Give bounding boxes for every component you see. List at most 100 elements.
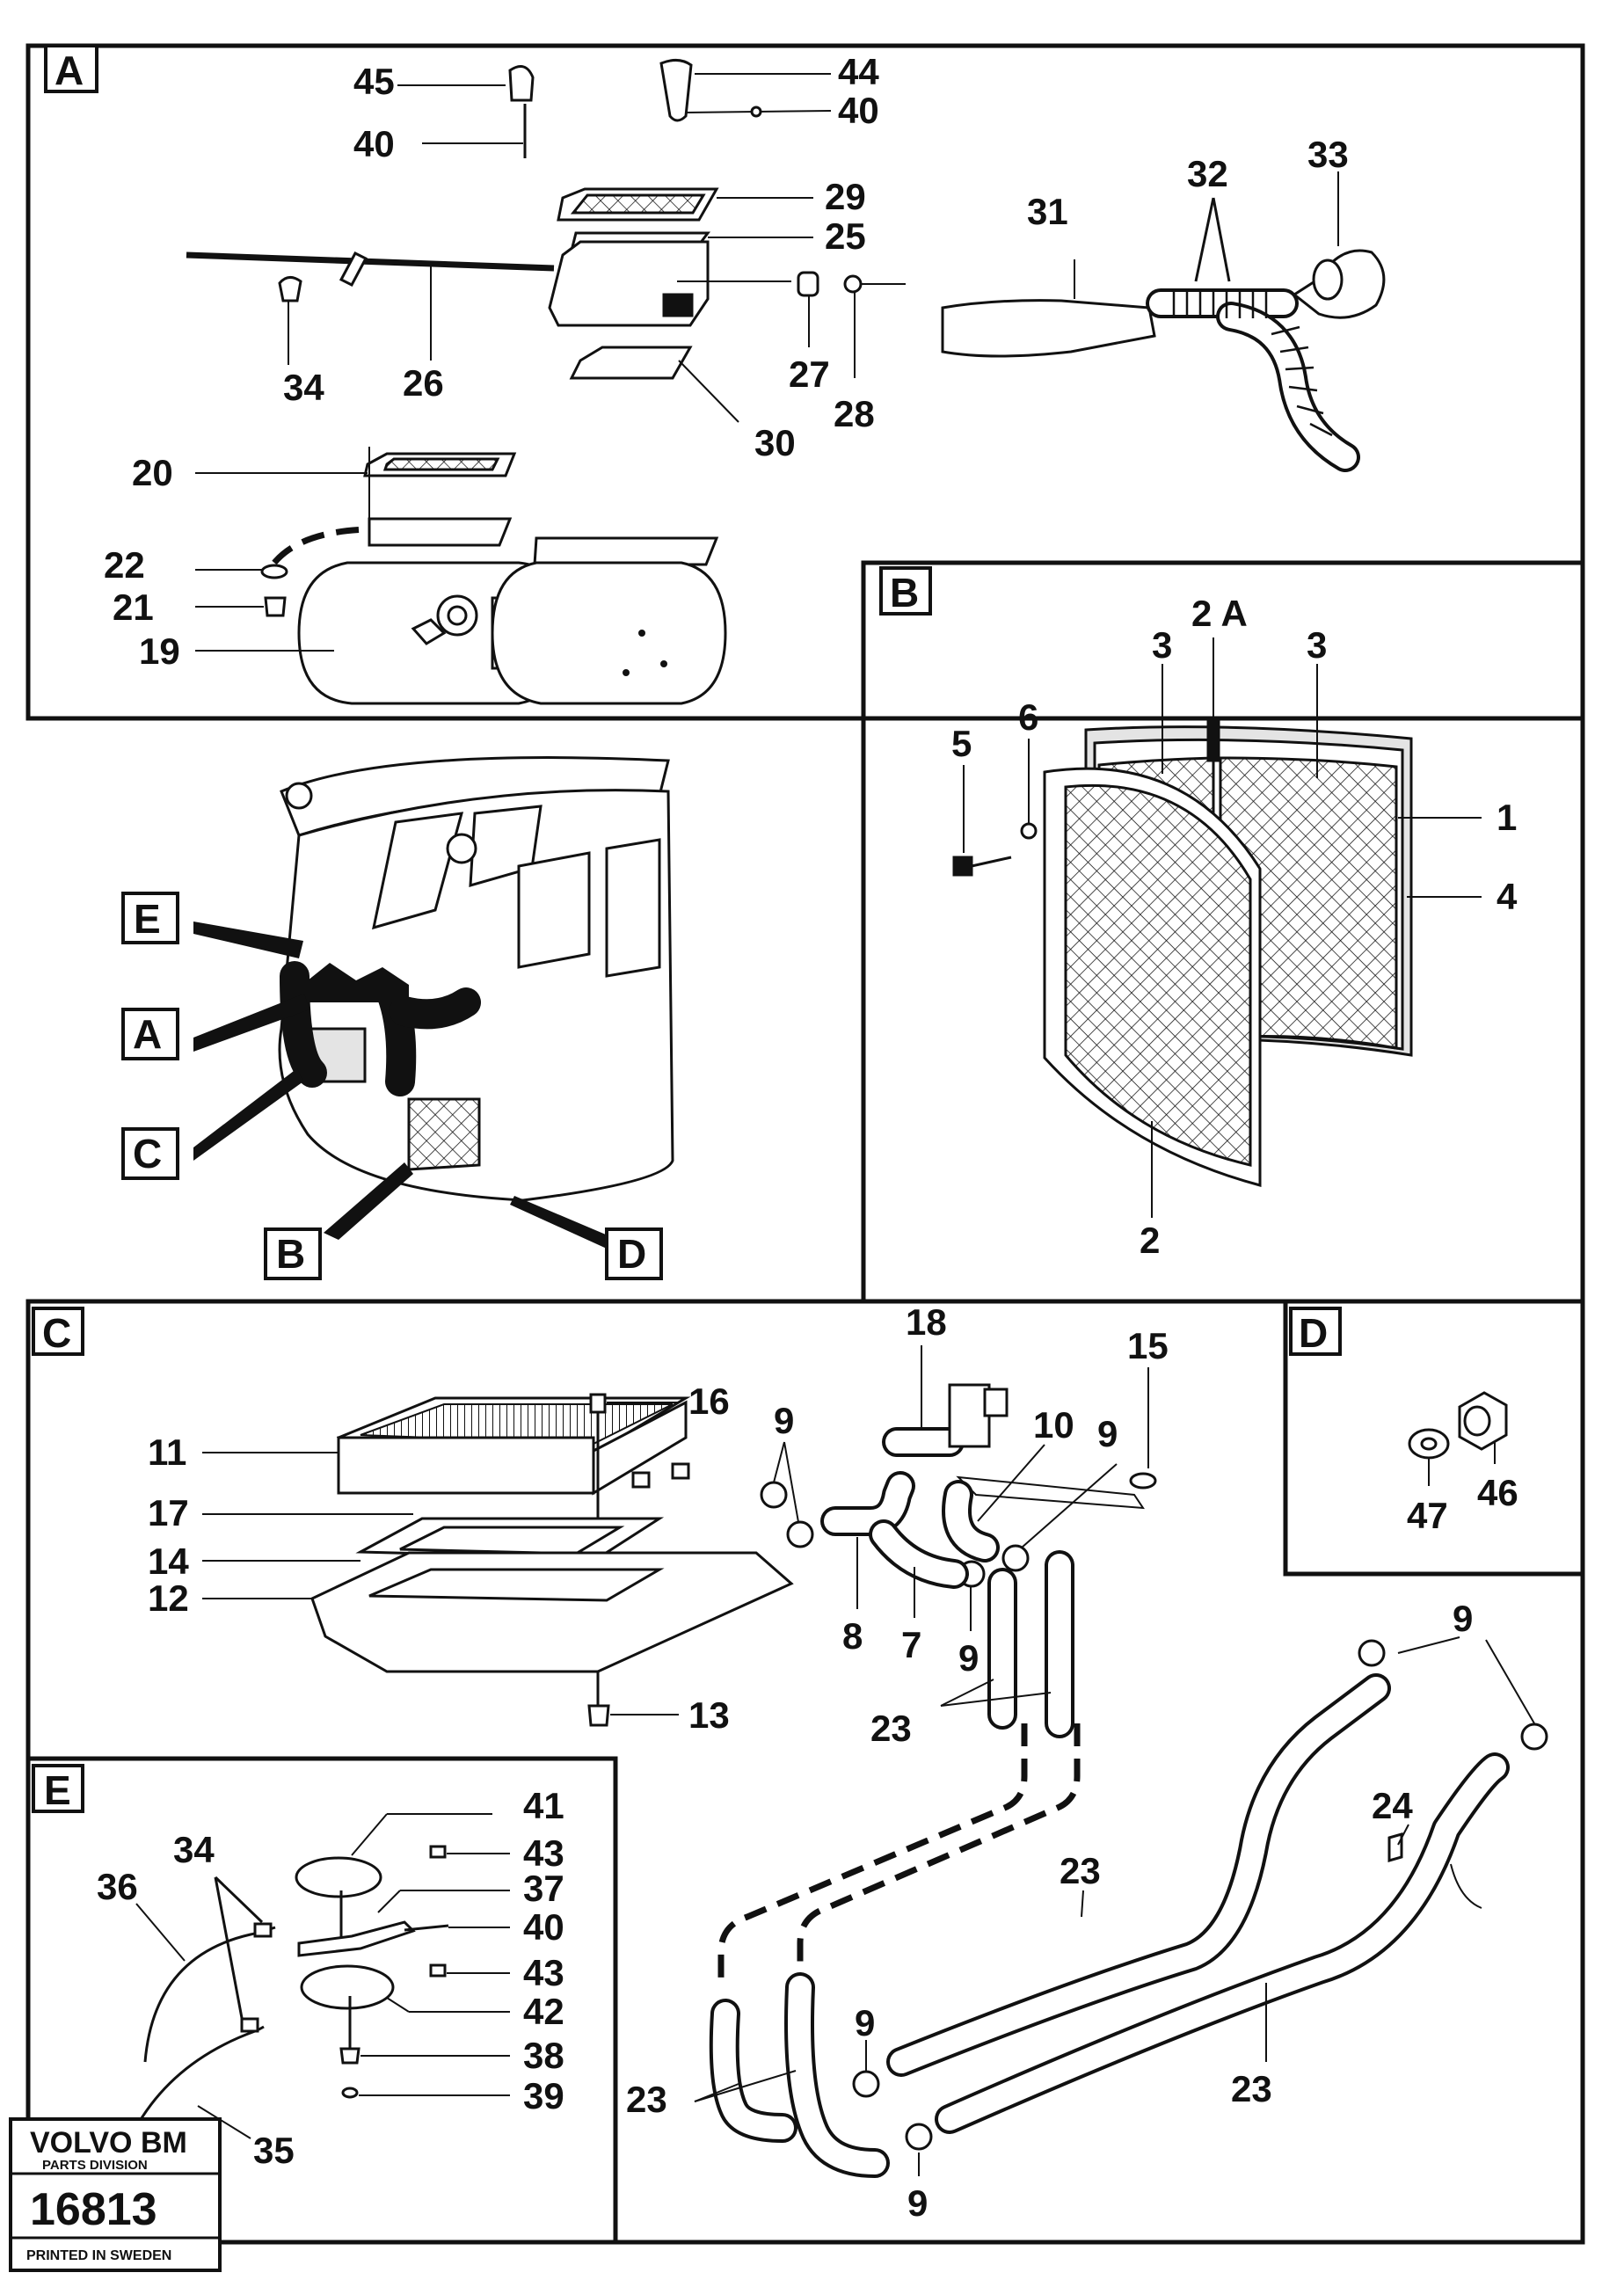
cable-35 bbox=[121, 2017, 265, 2155]
section-c-tab bbox=[32, 1307, 84, 1356]
gasket-30 bbox=[569, 346, 739, 423]
logo-brand: VOLVO BM bbox=[30, 2126, 187, 2160]
logo-division: PARTS DIVISION bbox=[42, 2158, 148, 2173]
heater-core-11 bbox=[202, 1396, 691, 1496]
hoses-23-upper bbox=[717, 1550, 1081, 1987]
callout-9-f: 9 bbox=[907, 2182, 928, 2224]
callout-23-a: 23 bbox=[870, 1708, 912, 1749]
section-a: A 45 40 44 40 29 bbox=[25, 43, 1585, 721]
grille-panel-2 bbox=[1043, 767, 1262, 1187]
section-d-tab bbox=[1289, 1307, 1342, 1356]
hoses-23-lower bbox=[709, 1639, 1548, 2178]
callout-44: 44 bbox=[838, 51, 879, 92]
callout-33: 33 bbox=[1307, 134, 1349, 175]
section-a-tab bbox=[44, 44, 98, 93]
callout-37: 37 bbox=[523, 1868, 564, 1909]
overview-label-d: D bbox=[617, 1231, 646, 1277]
section-d: D 46 47 bbox=[1283, 1299, 1585, 1577]
callout-42: 42 bbox=[523, 1991, 564, 2032]
valve-18 bbox=[882, 1345, 1145, 1510]
callout-9-c: 9 bbox=[958, 1637, 979, 1679]
lever-37 bbox=[297, 1890, 510, 1957]
damper-plate-41 bbox=[295, 1813, 492, 1939]
callout-12: 12 bbox=[148, 1577, 189, 1619]
callout-17: 17 bbox=[148, 1492, 189, 1533]
vent-grille-29 bbox=[557, 187, 719, 222]
section-b: B 2 A 3 3 5 6 bbox=[861, 560, 1585, 1304]
overview-label-c: C bbox=[133, 1131, 162, 1176]
hose-7 bbox=[869, 1519, 969, 1618]
callout-46: 46 bbox=[1477, 1472, 1518, 1513]
callout-43-b: 43 bbox=[523, 1952, 564, 1993]
section-c-letter: C bbox=[42, 1310, 71, 1356]
callout-14: 14 bbox=[148, 1541, 189, 1582]
clip-part-45 bbox=[397, 65, 535, 158]
callout-45: 45 bbox=[353, 61, 395, 102]
callout-28: 28 bbox=[834, 393, 875, 434]
clip-15 bbox=[1129, 1472, 1157, 1490]
cable-36 bbox=[135, 1903, 276, 2063]
callout-27: 27 bbox=[789, 353, 830, 395]
control-rod-26 bbox=[186, 251, 555, 365]
callout-2a: 2 A bbox=[1191, 593, 1248, 634]
gasket-14 bbox=[202, 1517, 665, 1562]
callout-4: 4 bbox=[1497, 876, 1518, 917]
washer-39 bbox=[341, 2087, 510, 2099]
clip-part-44 bbox=[659, 59, 832, 122]
callout-9-b: 9 bbox=[1097, 1413, 1118, 1454]
spacer-27 bbox=[797, 271, 819, 347]
callout-43-a: 43 bbox=[523, 1832, 564, 1874]
callout-8: 8 bbox=[842, 1615, 863, 1657]
callout-25: 25 bbox=[825, 215, 866, 257]
nozzle-33 bbox=[1292, 171, 1386, 319]
callout-16: 16 bbox=[688, 1380, 730, 1422]
nut-38 bbox=[339, 2047, 510, 2065]
callout-47: 47 bbox=[1407, 1495, 1448, 1536]
callout-29: 29 bbox=[825, 176, 866, 217]
callout-2: 2 bbox=[1140, 1220, 1160, 1261]
screw-43-a bbox=[429, 1845, 510, 1859]
pin-2a bbox=[1206, 637, 1220, 762]
callout-41: 41 bbox=[523, 1785, 564, 1826]
hose-8 bbox=[820, 1471, 915, 1609]
pin-40 bbox=[404, 1924, 510, 1932]
callout-23-c: 23 bbox=[626, 2079, 667, 2120]
callout-21: 21 bbox=[113, 586, 154, 628]
callout-15: 15 bbox=[1127, 1325, 1169, 1366]
section-b-letter: B bbox=[890, 570, 919, 616]
callout-40-a: 40 bbox=[353, 123, 395, 164]
hose-10 bbox=[942, 1480, 1000, 1562]
logo-printed: PRINTED IN SWEDEN bbox=[26, 2248, 171, 2263]
gasket-20 bbox=[195, 452, 517, 477]
logo-number: 16813 bbox=[30, 2184, 157, 2235]
bellows-32 bbox=[1146, 197, 1360, 472]
callout-22: 22 bbox=[104, 544, 145, 586]
cab-overview bbox=[278, 756, 674, 1202]
overview-label-a-box bbox=[121, 1008, 179, 1060]
callout-36: 36 bbox=[97, 1866, 138, 1907]
callout-10: 10 bbox=[1033, 1404, 1074, 1446]
nut-28 bbox=[843, 274, 906, 378]
callout-35: 35 bbox=[253, 2130, 295, 2171]
callout-23-d: 23 bbox=[1231, 2068, 1272, 2109]
section-e-tab bbox=[32, 1764, 84, 1813]
callout-20: 20 bbox=[132, 452, 173, 493]
section-e-letter: E bbox=[44, 1767, 71, 1813]
overview-label-d-box bbox=[605, 1227, 663, 1280]
callout-26: 26 bbox=[403, 362, 444, 404]
callout-34: 34 bbox=[283, 367, 324, 408]
section-a-letter: A bbox=[55, 47, 84, 93]
callout-3-b: 3 bbox=[1307, 624, 1327, 666]
section-d-letter: D bbox=[1299, 1310, 1328, 1356]
callout-32: 32 bbox=[1187, 153, 1228, 194]
volvo-bm-logo: VOLVO BM PARTS DIVISION 16813 PRINTED IN… bbox=[9, 2117, 222, 2272]
overview-label-b: B bbox=[276, 1231, 305, 1277]
air-hose-31 bbox=[941, 259, 1156, 358]
callout-24: 24 bbox=[1372, 1785, 1413, 1826]
overview-label-c-box bbox=[121, 1127, 179, 1180]
screw-43-b bbox=[429, 1963, 510, 1978]
callout-6: 6 bbox=[1018, 696, 1038, 738]
callout-13: 13 bbox=[688, 1694, 730, 1736]
section-c: C 11 16 17 14 bbox=[25, 1299, 1585, 2245]
section-b-tab bbox=[879, 566, 932, 616]
